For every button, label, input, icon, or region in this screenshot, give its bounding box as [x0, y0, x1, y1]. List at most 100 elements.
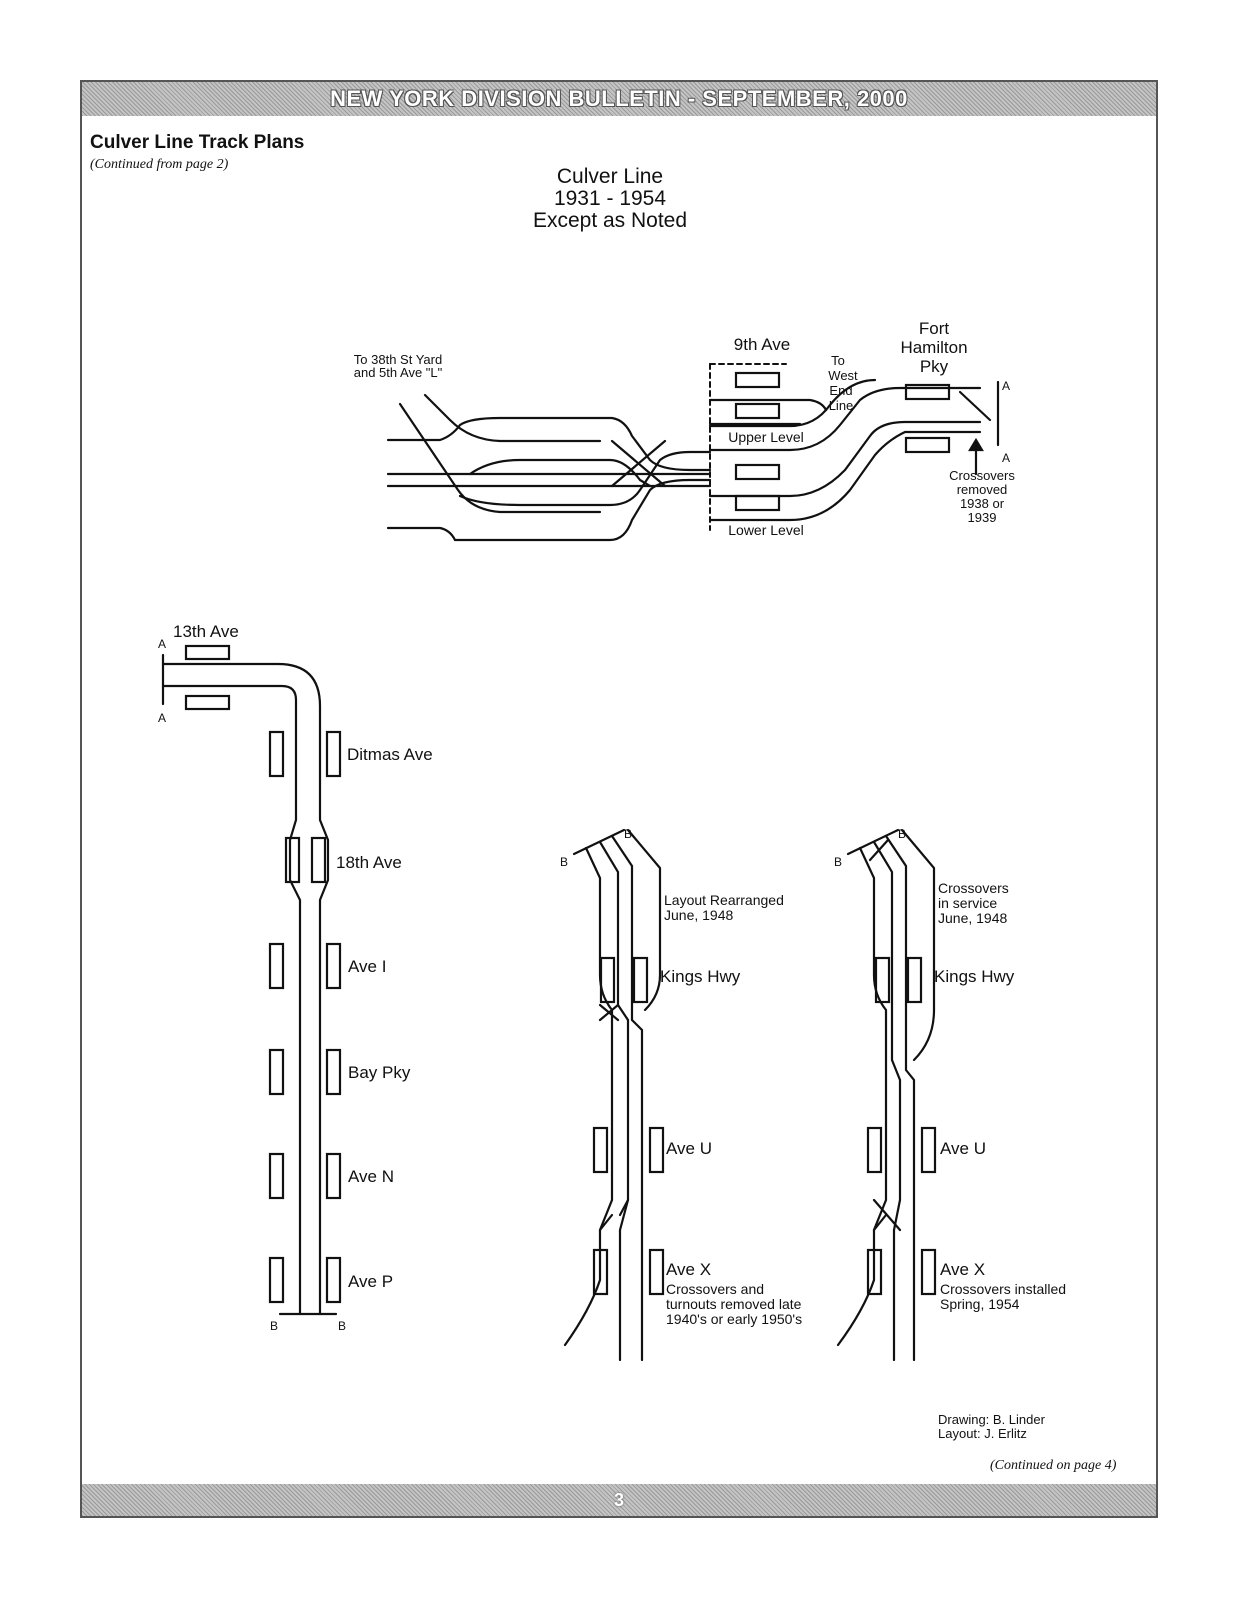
platform-ave-i	[268, 942, 285, 990]
platform-ave-u	[866, 1126, 883, 1174]
crossovers-removed-label-1: Crossovers	[949, 468, 1015, 483]
crossovers-removed-label-3: 1938 or	[960, 496, 1005, 511]
panel-1954-diagram	[836, 828, 937, 1362]
station-label-9th-ave: 9th Ave	[734, 335, 790, 354]
fort-hamilton-label-1: Fort	[919, 319, 950, 338]
platform-ave-u	[648, 1126, 665, 1174]
panel-1954-note-3: June, 1948	[938, 910, 1007, 926]
west-end-label-2: West	[828, 368, 858, 383]
panel-1954-note-1: Crossovers	[938, 880, 1009, 896]
match-label-b: B	[624, 827, 632, 841]
platform-ave-p	[325, 1256, 342, 1304]
match-label-a: A	[158, 711, 166, 725]
platform-kings-hwy	[599, 956, 616, 1004]
panel-1948-note-1: Layout Rearranged	[664, 892, 784, 908]
lower-level-label: Lower Level	[728, 522, 804, 538]
match-label-a: A	[1002, 379, 1010, 393]
platform-bay-pky	[325, 1048, 342, 1096]
platform-ave-x	[592, 1248, 609, 1296]
match-label-a: A	[158, 637, 166, 651]
platform-ditmas-ave	[268, 730, 285, 778]
drawing-credit: Drawing: B. Linder	[938, 1412, 1045, 1427]
diagram-title-line-1: Culver Line	[556, 165, 664, 188]
station-label-kings-hwy: Kings Hwy	[934, 967, 1015, 986]
match-label-b: B	[898, 827, 906, 841]
yard-track	[423, 393, 602, 443]
station-label-ave-u: Ave U	[666, 1139, 712, 1158]
platform-9th-ave-lower	[734, 463, 781, 481]
station-label-ave-i: Ave I	[348, 957, 386, 976]
platform-fort-hamilton	[904, 383, 951, 401]
platform-ave-u	[592, 1126, 609, 1174]
main-line-diagram	[161, 644, 342, 1316]
station-label-ave-x: Ave X	[666, 1260, 711, 1279]
platform-9th-ave-upper	[734, 371, 781, 389]
crossovers-removed-label-4: 1939	[968, 510, 997, 525]
match-label-a: A	[1002, 451, 1010, 465]
diagram-title-line-3: Except as Noted	[532, 209, 688, 232]
platform-13th-ave	[184, 644, 231, 661]
continued-from-note: (Continued from page 2)	[90, 157, 229, 172]
ave-x-note-1948-3: 1940's or early 1950's	[666, 1311, 802, 1327]
continued-on-note: (Continued on page 4)	[990, 1458, 1117, 1473]
platform-ave-x	[920, 1248, 937, 1296]
panel-1948-note-2: June, 1948	[664, 907, 733, 923]
match-label-b: B	[834, 855, 842, 869]
platform-13th-ave	[184, 694, 231, 711]
bulletin-title: NEW YORK DIVISION BULLETIN - SEPTEMBER, …	[330, 86, 908, 111]
platform-ave-n	[268, 1152, 285, 1200]
platform-ave-x	[866, 1248, 883, 1296]
platform-18th-ave	[310, 836, 327, 884]
article-title: Culver Line Track Plans	[90, 132, 305, 153]
station-label-ave-x: Ave X	[940, 1260, 985, 1279]
station-label-18th-ave: 18th Ave	[336, 853, 402, 872]
west-end-label-4: Line	[829, 398, 854, 413]
station-label-ditmas-ave: Ditmas Ave	[347, 745, 433, 764]
station-label-ave-p: Ave P	[348, 1272, 393, 1291]
match-label-b: B	[560, 855, 568, 869]
fort-hamilton-label-2: Hamilton	[900, 338, 967, 357]
platform-9th-ave-lower	[734, 494, 781, 512]
page-number: 3	[613, 1489, 624, 1510]
layout-credit: Layout: J. Erlitz	[938, 1426, 1027, 1441]
platform-kings-hwy	[632, 956, 649, 1004]
station-label-13th-ave: 13th Ave	[173, 622, 239, 641]
ave-x-note-1948-1: Crossovers and	[666, 1281, 764, 1297]
platform-fort-hamilton	[904, 436, 951, 454]
platform-ave-x	[648, 1248, 665, 1296]
ave-x-note-1954-1: Crossovers installed	[940, 1281, 1066, 1297]
yard-track	[398, 402, 602, 514]
page-frame	[80, 80, 1158, 1518]
station-label-ave-n: Ave N	[348, 1167, 394, 1186]
upper-level-label: Upper Level	[728, 429, 804, 445]
top-track-diagram	[386, 363, 1000, 542]
platform-ave-u	[920, 1126, 937, 1174]
west-end-label-1: To	[831, 353, 845, 368]
match-label-b: B	[270, 1319, 278, 1333]
match-label-b: B	[338, 1319, 346, 1333]
platform-18th-ave	[284, 836, 301, 884]
panel-1954-note-2: in service	[938, 895, 997, 911]
panel-1948-diagram	[563, 828, 665, 1362]
platform-ave-n	[325, 1152, 342, 1200]
diagram-title-line-2: 1931 - 1954	[553, 187, 667, 210]
station-label-bay-pky: Bay Pky	[348, 1063, 411, 1082]
platform-ditmas-ave	[325, 730, 342, 778]
fort-hamilton-label-3: Pky	[920, 357, 949, 376]
west-end-label-3: End	[829, 383, 852, 398]
platform-kings-hwy	[906, 956, 923, 1004]
station-label-kings-hwy: Kings Hwy	[660, 967, 741, 986]
yard-label-line-1: To 38th St Yard	[354, 352, 442, 367]
ave-x-note-1948-2: turnouts removed late	[666, 1296, 802, 1312]
yard-label-line-2: and 5th Ave "L"	[354, 365, 443, 380]
platform-9th-ave-upper	[734, 402, 781, 420]
station-label-ave-u: Ave U	[940, 1139, 986, 1158]
ave-x-note-1954-2: Spring, 1954	[940, 1296, 1020, 1312]
platform-ave-p	[268, 1256, 285, 1304]
platform-bay-pky	[268, 1048, 285, 1096]
platform-kings-hwy	[874, 956, 891, 1004]
page-footer: 3	[82, 1484, 1156, 1516]
bulletin-header: NEW YORK DIVISION BULLETIN - SEPTEMBER, …	[82, 82, 1156, 116]
crossovers-removed-label-2: removed	[957, 482, 1008, 497]
